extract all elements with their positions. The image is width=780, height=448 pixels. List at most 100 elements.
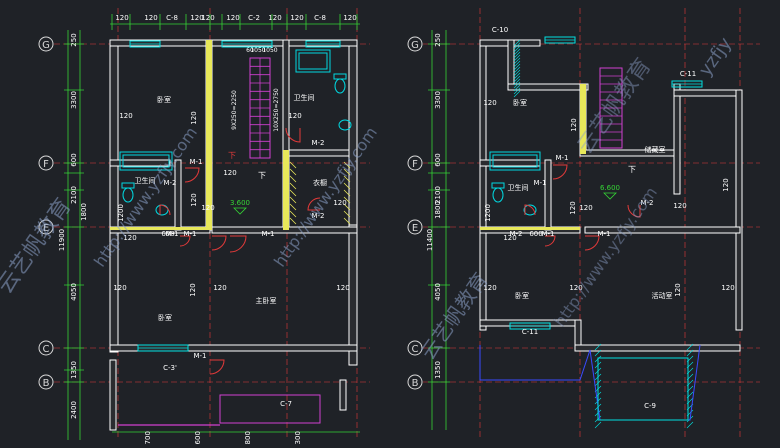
right-window-label: C-10 [492, 26, 508, 34]
right-misc-dim: 120 [570, 118, 578, 131]
right-door-arc [552, 164, 568, 180]
left-axis-bubble-g: G [42, 40, 50, 51]
right-axis-bubble-f-circle [407, 155, 423, 171]
left-door-arc [159, 204, 171, 216]
right-hatch [513, 51, 521, 59]
left-room-bedroom-bottom: 卧室 [158, 313, 172, 322]
right-axis-dim: 3300 [434, 91, 442, 109]
left-down-label: 下 [258, 171, 266, 180]
right-misc-dim: 120 [569, 201, 577, 214]
right-hatch [513, 75, 521, 83]
left-closet-hatch [343, 217, 351, 225]
left-door-label: M-1 [189, 158, 202, 166]
right-bathtub-inner [492, 154, 538, 168]
left-closet-hatch [343, 203, 351, 211]
left-dim-3300: 3300 [70, 91, 78, 109]
right-misc-dim: 120 [673, 202, 686, 210]
left-toilet-mid-tank [121, 182, 135, 189]
left-door-label: M-1 [193, 352, 206, 360]
left-misc-dim: 120 [190, 111, 198, 124]
left-window-label: C-7 [280, 400, 292, 408]
left-top-dim: 120 [201, 14, 214, 22]
left-axis-bubble-f-circle [38, 155, 54, 171]
left-top-dim: 120 [290, 14, 303, 22]
right-hatch [686, 421, 694, 429]
left-dim-250: 250 [70, 33, 78, 46]
left-sink-top [338, 119, 352, 131]
left-axis-bubble-b: B [43, 378, 50, 389]
left-closet-hatch [289, 203, 297, 211]
right-wall-east-upper [673, 83, 681, 195]
left-stair-dim: 60 [246, 47, 254, 54]
left-axis-bubble-f: F [43, 159, 49, 170]
right-axis-bubble-e: E [412, 223, 418, 234]
right-window-label: C-11 [680, 70, 696, 78]
left-door-label: M-2 [163, 179, 176, 187]
right-hatch [513, 39, 521, 47]
right-wall-bath-top [479, 159, 541, 167]
left-door-arc [307, 197, 321, 211]
right-hatch [513, 54, 521, 62]
left-bathtub-mid [119, 151, 173, 171]
right-axis-bubble-g: G [411, 40, 419, 51]
left-bottom-dim: 1800 [244, 431, 252, 444]
right-axis-dim: 1800 [434, 201, 442, 219]
right-wall-fill [480, 227, 580, 230]
left-misc-dim: 120 [189, 283, 197, 296]
right-hatch [513, 84, 521, 92]
left-top-dim: C-8 [166, 14, 178, 22]
right-door-label: M-2 [640, 199, 653, 207]
right-hatch [513, 78, 521, 86]
left-misc-dim: 120 [333, 199, 346, 207]
right-wall-bath-east [544, 159, 552, 231]
right-hatch [594, 343, 602, 351]
left-door-label: M-1 [183, 230, 196, 238]
left-wall-east-upper [348, 39, 358, 231]
right-window-label: C-9 [644, 402, 656, 410]
right-misc-dim: 120 [569, 284, 582, 292]
left-closet-hatch [289, 189, 297, 197]
left-bathtub-top [295, 49, 331, 73]
right-room-bedroom-bottom: 卧室 [515, 291, 529, 300]
right-misc-dim: 120 [674, 283, 682, 296]
left-top-dim: C-8 [314, 14, 326, 22]
left-closet-hatch [289, 168, 297, 176]
left-window-label: C-3' [163, 364, 177, 372]
right-door-arc [524, 204, 536, 216]
right-hatch [594, 349, 602, 357]
right-hatch [513, 63, 521, 71]
left-closet-hatch [289, 196, 297, 204]
left-wall-bath-east [174, 159, 182, 231]
left-axis-bubble-c-circle [38, 340, 54, 356]
left-door-arc [285, 127, 301, 143]
left-closet-hatch [343, 168, 351, 176]
left-axis-bubble-e: E [43, 223, 49, 234]
left-closet-hatch [289, 161, 297, 169]
right-hatch [513, 90, 521, 98]
left-bottom-dim: 2300 [294, 431, 302, 444]
left-wall-fill [206, 40, 212, 230]
right-axis-bubble-c: C [412, 344, 419, 355]
left-closet-hatch [343, 182, 351, 190]
left-stair-label-2: 10X250=2750 [273, 88, 280, 132]
left-stair-label-1: 9X250=2250 [231, 90, 238, 130]
watermark-text: http://www.yzfjy.com [550, 183, 661, 330]
left-closet-hatch [343, 175, 351, 183]
right-hatch [513, 42, 521, 50]
left-elevation: 3.600 [230, 199, 250, 207]
right-hatch [513, 45, 521, 53]
right-sink [523, 204, 537, 216]
left-axis-bubble-b-circle [38, 374, 54, 390]
right-misc-dim: 120 [722, 178, 730, 191]
right-down-label: 下 [628, 165, 636, 174]
right-toilet-tank [491, 182, 505, 189]
right-door-label: M-1 [555, 154, 568, 162]
right-lower-outline [479, 344, 701, 421]
left-misc-dim: 120 [223, 169, 236, 177]
right-misc-dim: 120 [483, 284, 496, 292]
left-down-mark: 下 [228, 151, 236, 160]
right-axis-bubble-c-circle [407, 340, 423, 356]
right-bathtub [489, 151, 541, 171]
right-window-label: C-11 [522, 328, 538, 336]
left-room-master: 主卧室 [256, 296, 277, 305]
